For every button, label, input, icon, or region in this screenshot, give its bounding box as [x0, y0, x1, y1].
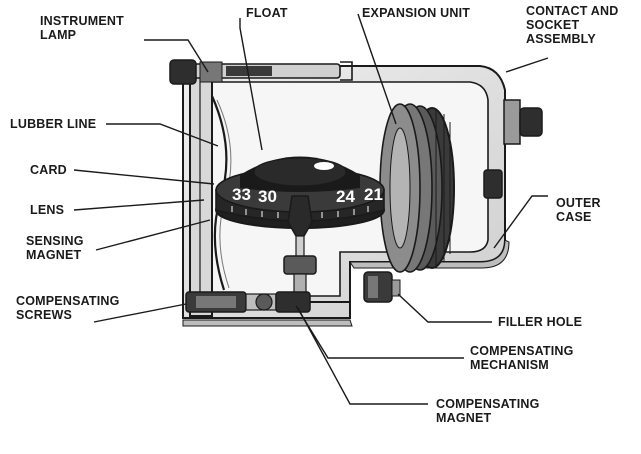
card-number-33: 33 [232, 185, 251, 204]
label-filler-hole: FILLER HOLE [498, 315, 583, 329]
label-expansion-unit: EXPANSION UNIT [362, 6, 471, 20]
label-contact-socket-assembly: CONTACT AND SOCKET ASSEMBLY [526, 4, 619, 46]
contact-socket-shape [483, 99, 543, 199]
label-compensating-magnet: COMPENSATING MAGNET [436, 397, 540, 425]
label-lens: LENS [30, 203, 65, 217]
label-card: CARD [30, 163, 67, 177]
filler-plug-shape [363, 271, 401, 303]
card-number-24: 24 [336, 187, 355, 206]
label-lubber-line: LUBBER LINE [10, 117, 97, 131]
label-instrument-lamp: INSTRUMENT LAMP [40, 14, 124, 42]
label-outer-case: OUTER CASE [556, 196, 601, 224]
label-compensating-screws: COMPENSATING SCREWS [16, 294, 120, 322]
label-sensing-magnet: SENSING MAGNET [26, 234, 84, 262]
card-number-30: 30 [258, 187, 277, 206]
label-compensating-mechanism: COMPENSATING MECHANISM [470, 344, 574, 372]
expansion-coil-shape [379, 103, 455, 273]
leader-lines [73, 13, 549, 405]
card-number-21: 21 [364, 185, 383, 204]
compensating-mechanism-shape [185, 291, 350, 313]
label-float: FLOAT [246, 6, 288, 20]
